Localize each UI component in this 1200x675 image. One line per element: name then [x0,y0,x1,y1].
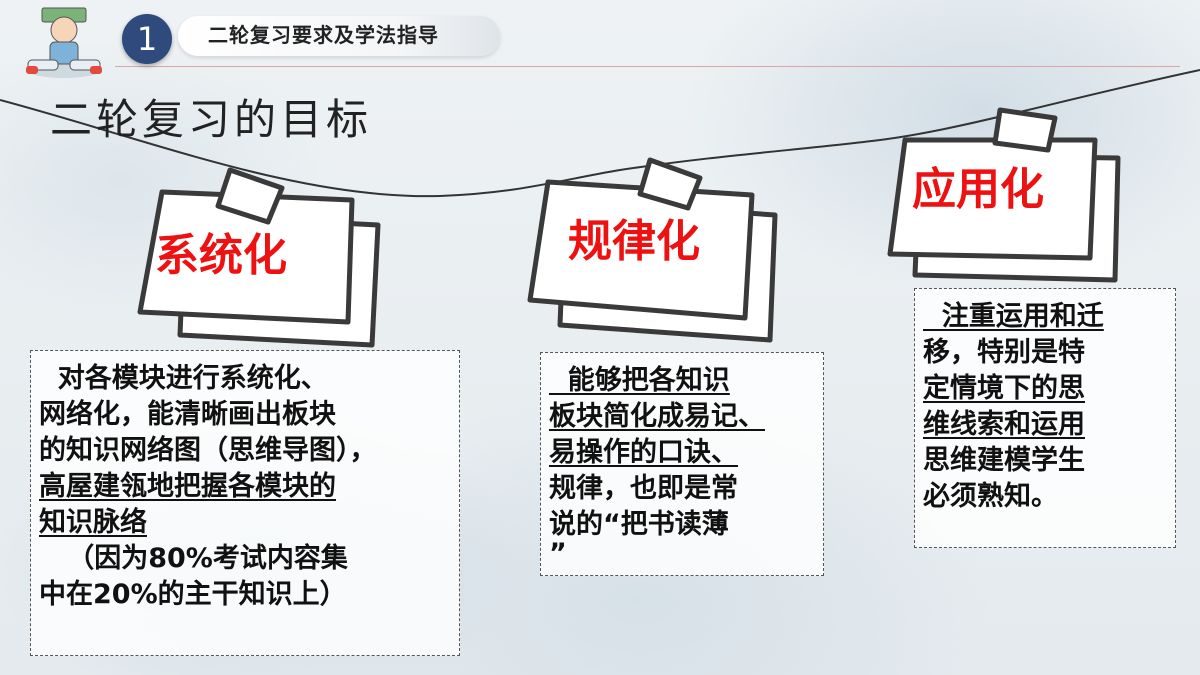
page-title: 二轮复习的目标 [50,95,373,144]
paper-note-2-icon [527,157,778,343]
text-line: 必须熟知。 [923,481,1058,512]
reading-kid-icon [26,7,102,78]
text-line: ” [549,538,567,569]
text-line: 对各模块进行系统化、 [39,363,328,394]
text-line: 板块简化成易记、 [549,401,765,432]
paper-note-3-icon [887,107,1121,283]
text-line: 中在20%的主干知识上） [39,579,347,610]
card-text-systematize: 对各模块进行系统化、 网络化，能清晰画出板块 的知识网络图（思维导图）， 高屋建… [30,350,460,656]
card-label-systematize: 系统化 [155,230,287,281]
card-text-regularize: 能够把各知识 板块简化成易记、 易操作的口诀、 规律，也即是常 说的“把书读薄 … [540,352,824,576]
text-line: 规律，也即是常 [549,473,738,504]
text-line: 注重运用和迁 [923,301,1104,332]
section-title: 二轮复习要求及学法指导 [208,23,439,47]
header-divider [115,66,1180,67]
text-line: 知识脉络 [39,507,147,538]
text-line: 思维建模学生 [923,445,1085,476]
card-text-apply: 注重运用和迁 移，特别是特 定情境下的思 维线索和运用 思维建模学生 必须熟知。 [914,288,1176,548]
text-line: 网络化，能清晰画出板块 [39,399,336,430]
paper-note-1-icon [137,167,381,348]
text-line: 维线索和运用 [923,409,1085,440]
text-line: 移，特别是特 [923,337,1085,368]
text-line: 易操作的口诀、 [549,437,738,468]
text-line: （因为80%考试内容集 [39,543,348,574]
text-line: 高屋建瓴地把握各模块的 [39,471,336,502]
text-line: 的知识网络图（思维导图）， [39,435,377,466]
section-title-pill [178,16,500,56]
hanging-string [0,69,1200,198]
text-line: 定情境下的思 [923,373,1085,404]
text-line: 说的“把书读薄 [549,509,729,540]
text-line: 能够把各知识 [549,365,730,396]
card-label-apply: 应用化 [912,164,1044,215]
section-number-badge: 1 [122,14,172,64]
card-label-regularize: 规律化 [568,216,700,267]
